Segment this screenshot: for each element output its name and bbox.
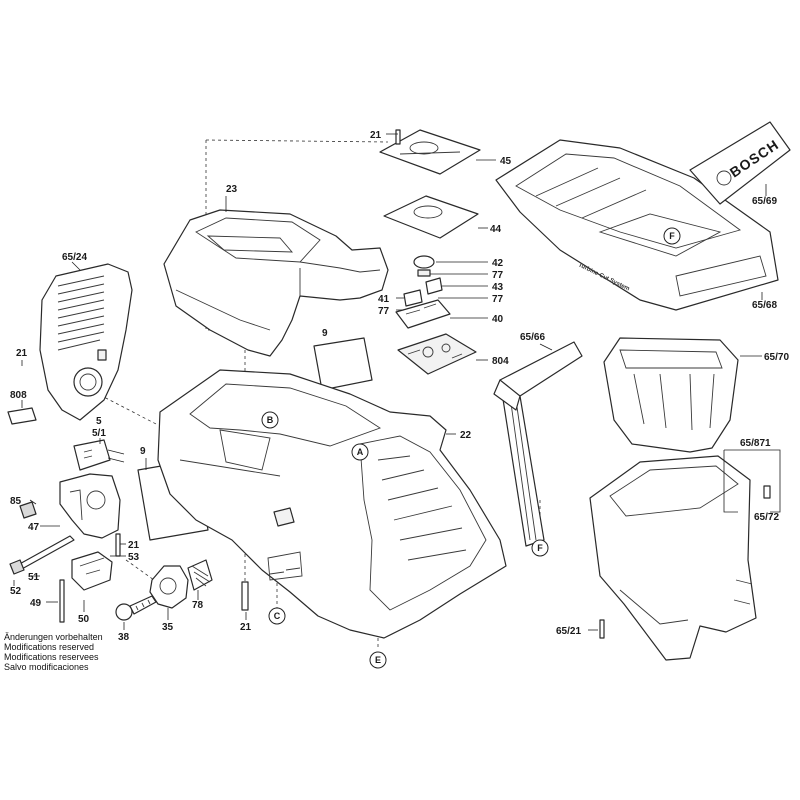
callout-a-text: A bbox=[357, 447, 364, 457]
part-label-65-21: 65/21 bbox=[556, 626, 581, 637]
button-set-part bbox=[395, 255, 451, 329]
electronics-board-part bbox=[397, 333, 477, 375]
main-housing-part bbox=[157, 369, 507, 639]
bolt-part bbox=[115, 595, 157, 621]
screw-part bbox=[115, 533, 249, 611]
part-label-804: 804 bbox=[492, 356, 509, 367]
part-number-labels: 21 45 44 42 77 43 41 77 77 40 804 23 65/… bbox=[10, 130, 789, 643]
callout-a bbox=[351, 443, 369, 461]
part-label-49: 49 bbox=[30, 598, 42, 609]
notice-line-english: Modifications reserved bbox=[4, 642, 95, 652]
part-label-22: 22 bbox=[460, 430, 472, 441]
part-label-9-upper: 9 bbox=[322, 328, 328, 339]
callout-f-top bbox=[663, 227, 681, 245]
plug-part bbox=[73, 439, 125, 471]
part-label-40: 40 bbox=[492, 314, 504, 325]
part-label-42: 42 bbox=[492, 258, 504, 269]
part-label-77c: 77 bbox=[492, 294, 504, 305]
part-label-5: 5 bbox=[96, 416, 102, 427]
part-label-78: 78 bbox=[192, 600, 204, 611]
part-label-808: 808 bbox=[10, 390, 27, 401]
part-label-65-68: 65/68 bbox=[752, 300, 777, 311]
part-label-21-bottom: 21 bbox=[240, 622, 252, 633]
part-label-65-72: 65/72 bbox=[754, 512, 779, 523]
spring-part bbox=[187, 559, 213, 591]
callout-c-text: C bbox=[274, 611, 281, 621]
part-label-65-70: 65/70 bbox=[764, 352, 789, 363]
part-label-77b: 77 bbox=[378, 306, 390, 317]
part-label-21-mid: 21 bbox=[128, 540, 140, 551]
part-label-21-left: 21 bbox=[16, 348, 28, 359]
part-label-44: 44 bbox=[490, 224, 502, 235]
part-label-65-66: 65/66 bbox=[520, 332, 545, 343]
part-label-9-lower: 9 bbox=[140, 446, 146, 457]
callout-f-bottom bbox=[531, 539, 549, 557]
part-label-85: 85 bbox=[10, 496, 22, 507]
leader-lines bbox=[13, 133, 781, 631]
bracket-part bbox=[19, 473, 121, 539]
part-label-43: 43 bbox=[492, 282, 504, 293]
notice-line-spanish: Salvo modificaciones bbox=[4, 662, 89, 672]
callout-c bbox=[268, 607, 286, 625]
part-label-77a: 77 bbox=[492, 270, 504, 281]
notice-line-german: Änderungen vorbehalten bbox=[4, 632, 103, 642]
part-label-52: 52 bbox=[10, 586, 22, 597]
callout-b bbox=[261, 411, 279, 429]
callout-e-text: E bbox=[375, 655, 381, 665]
part-label-38: 38 bbox=[118, 632, 130, 643]
part-label-53: 53 bbox=[128, 552, 140, 563]
notice-line-french: Modifications reservees bbox=[4, 652, 99, 662]
part-label-65-69: 65/69 bbox=[752, 196, 777, 207]
side-cover-part bbox=[39, 263, 133, 421]
part-label-41: 41 bbox=[378, 294, 390, 305]
brand-label-part bbox=[689, 121, 791, 205]
push-stick-part bbox=[493, 341, 583, 547]
pin-part bbox=[59, 579, 65, 623]
part-label-65-871: 65/871 bbox=[740, 438, 771, 449]
part-label-23: 23 bbox=[226, 184, 238, 195]
upper-housing-part bbox=[163, 209, 389, 357]
part-label-35: 35 bbox=[162, 622, 174, 633]
part-label-5-1: 5/1 bbox=[92, 428, 106, 439]
part-label-50: 50 bbox=[78, 614, 90, 625]
callout-f-bottom-text: F bbox=[537, 543, 543, 553]
shaft-part bbox=[9, 535, 75, 575]
switch-mount-part bbox=[71, 551, 113, 591]
basket-insert-part bbox=[603, 337, 739, 453]
callout-b-text: B bbox=[267, 415, 274, 425]
knob-part bbox=[149, 565, 189, 609]
cover-plate-part bbox=[379, 129, 481, 175]
part-label-45: 45 bbox=[500, 156, 512, 167]
hopper-part bbox=[495, 139, 779, 311]
label-808-part bbox=[7, 407, 37, 425]
part-label-65-24: 65/24 bbox=[62, 252, 87, 263]
small-fastener-part bbox=[599, 485, 771, 639]
part-label-51: 51 bbox=[28, 572, 40, 583]
callout-e bbox=[369, 651, 387, 669]
collection-box-part bbox=[589, 455, 757, 661]
modifications-notice: Änderungen vorbehalten Modifications res… bbox=[4, 632, 103, 672]
part-label-47: 47 bbox=[28, 522, 40, 533]
switch-plate-part bbox=[383, 195, 479, 239]
part-label-21-top: 21 bbox=[370, 130, 382, 141]
callout-f-top-text: F bbox=[669, 231, 675, 241]
callout-markers: A B C E F F bbox=[261, 227, 681, 669]
